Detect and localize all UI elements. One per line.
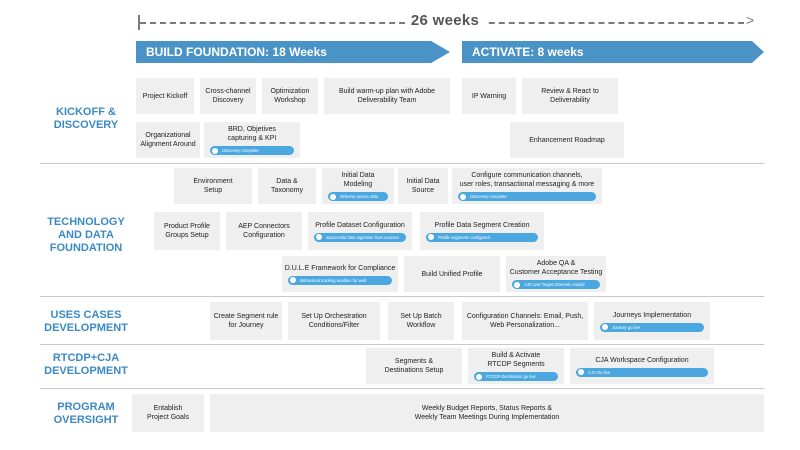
milestone-dot-icon bbox=[316, 234, 322, 240]
milestone-dot-icon bbox=[514, 281, 520, 288]
milestone-dot-icon bbox=[330, 193, 336, 200]
task-warmup-plan: Build warm-up plan with Adobe Deliverabi… bbox=[324, 78, 450, 114]
section-divider bbox=[40, 388, 764, 389]
task-product-profile-groups: Product Profile Groups Setup bbox=[154, 212, 220, 250]
milestone-data-ingestion: Successful data ingestion from sources bbox=[314, 232, 406, 242]
section-kickoff-discovery: KICKOFF & DISCOVERY bbox=[53, 106, 119, 131]
phase-activate: ACTIVATE: 8 weeks bbox=[462, 41, 764, 63]
milestone-discovery-complete: Discovery complete bbox=[210, 146, 294, 155]
task-create-segment-rule: Create Segment rule for Journey bbox=[210, 302, 282, 340]
milestone-ajo-target: AJO and Target channels enable bbox=[512, 280, 600, 289]
milestone-discovery-complete: Discovery complete bbox=[458, 192, 596, 201]
task-orchestration-conditions: Set Up Orchestration Conditions/Filter bbox=[288, 302, 380, 340]
task-configure-channels: Configure communication channels, user r… bbox=[452, 168, 602, 204]
section-divider bbox=[40, 163, 764, 164]
milestone-dot-icon bbox=[428, 234, 434, 240]
milestone-dot-icon bbox=[212, 147, 218, 154]
task-enhancement-roadmap: Enhancement Roadmap bbox=[510, 122, 624, 158]
task-establish-project-goals: Entablish Project Goals bbox=[132, 394, 204, 432]
section-rtcdp-cja: RTCDP+CJA DEVELOPMENT bbox=[44, 352, 128, 377]
task-organizational-alignment: Organizational Alignment Around bbox=[136, 122, 200, 158]
milestone-dot-icon bbox=[602, 324, 608, 330]
task-initial-data-source: Initial Data Source bbox=[398, 168, 448, 204]
milestone-behavioral-tracking: Behavioral tracking enables for web bbox=[288, 275, 392, 285]
task-configuration-channels: Configuration Channels: Email, Push, Web… bbox=[462, 302, 588, 340]
milestone-dot-icon bbox=[578, 369, 584, 375]
milestone-journey-go-live: Journey go live bbox=[600, 322, 704, 332]
section-technology-data: TECHNOLOGY AND DATA FOUNDATION bbox=[47, 216, 125, 254]
task-ip-warning: IP Warning bbox=[462, 78, 516, 114]
timeline-duration: 26 weeks bbox=[405, 12, 485, 29]
task-build-unified-profile: Build Unified Profile bbox=[404, 256, 500, 292]
milestone-rtcdp-go-live: RTCDP Destination go live bbox=[474, 372, 558, 381]
milestone-cja-go-live: CJA Go live bbox=[576, 367, 708, 377]
milestone-dot-icon bbox=[476, 373, 482, 380]
task-data-taxonomy: Data & Taxonomy bbox=[258, 168, 316, 204]
task-optimization-workshop: Optimization Workshop bbox=[262, 78, 318, 114]
section-divider bbox=[40, 344, 764, 345]
milestone-segments-configured: Profile segments configured bbox=[426, 232, 538, 242]
task-batch-workflow: Set Up Batch Workflow bbox=[388, 302, 454, 340]
task-project-kickoff: Project Kickoff bbox=[136, 78, 194, 114]
phase-build-foundation: BUILD FOUNDATION: 18 Weeks bbox=[136, 41, 450, 63]
timeline-arrow-icon: > bbox=[746, 12, 755, 28]
milestone-dot-icon bbox=[290, 277, 296, 283]
timeline-start-tick bbox=[138, 15, 140, 30]
task-weekly-reports: Weekly Budget Reports, Status Reports & … bbox=[210, 394, 764, 432]
section-use-cases: USES CASES DEVELOPMENT bbox=[44, 309, 128, 334]
section-divider bbox=[40, 296, 764, 297]
task-aep-connectors: AEP Connectors Configuration bbox=[226, 212, 302, 250]
task-environment-setup: Environment Setup bbox=[174, 168, 252, 204]
task-segments-destinations: Segments & Destinations Setup bbox=[366, 348, 462, 384]
milestone-schema: Schema across data bbox=[328, 192, 388, 201]
section-program-oversight: PROGRAM OVERSIGHT bbox=[53, 401, 119, 426]
task-review-deliverability: Review & React to Deliverability bbox=[522, 78, 618, 114]
milestone-dot-icon bbox=[460, 193, 466, 200]
task-cross-channel-discovery: Cross-channel Discovery bbox=[200, 78, 256, 114]
